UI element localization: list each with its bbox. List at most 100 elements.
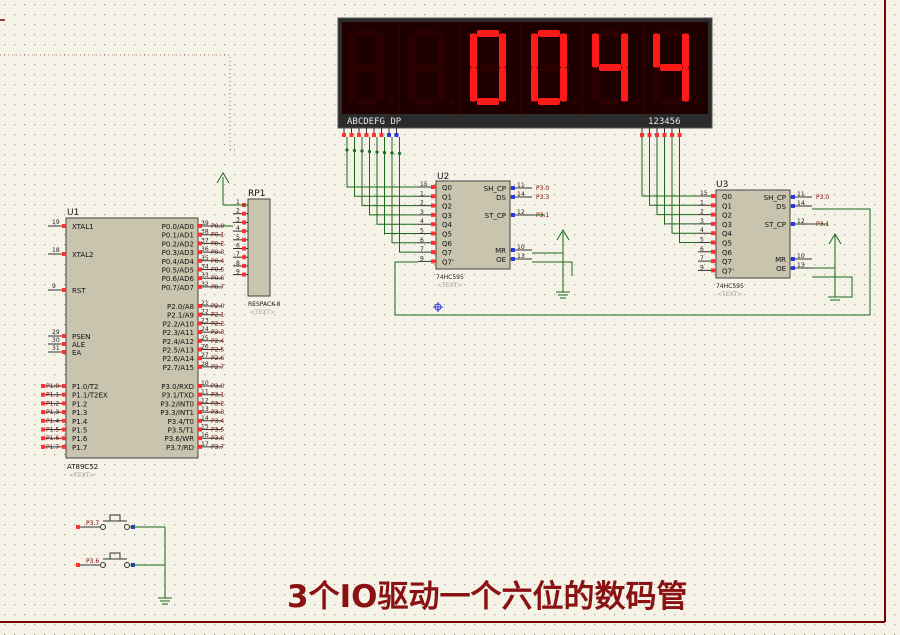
segment-e: [470, 67, 477, 102]
pin-marker: [379, 133, 384, 137]
digit-6: [653, 30, 699, 105]
pin-marker: [791, 204, 795, 208]
chip-pin-num: 12: [797, 218, 805, 225]
u1-pin-num: 33: [201, 272, 209, 279]
chip-pin-name: Q6: [722, 249, 733, 257]
segment-g: [538, 64, 560, 71]
pin-marker: [511, 195, 515, 199]
chip-pin-name: Q7': [722, 267, 734, 275]
pin-marker: [655, 133, 659, 137]
chip-pin-name: SH_CP: [484, 185, 506, 193]
u1-pin-num: 36: [201, 246, 209, 253]
chip-pin-num: 1: [700, 199, 704, 206]
chip-pin-num: 14: [797, 200, 805, 207]
button-net-label: P3.7: [86, 520, 99, 527]
u1-pin-num: 11: [201, 389, 209, 396]
segment-e: [348, 67, 355, 102]
pin-marker: [62, 401, 66, 406]
segment-a: [355, 30, 377, 37]
pin-marker: [662, 133, 667, 137]
pin-marker: [41, 444, 45, 449]
pin-marker: [431, 250, 435, 255]
segment-d: [599, 98, 621, 105]
segment-c: [682, 67, 689, 102]
u1-part: AT89C52: [67, 463, 98, 471]
segment-f: [653, 33, 660, 68]
u1-pin-net: P3.5: [211, 427, 224, 434]
u1-pin-net: P3.0: [211, 383, 224, 390]
u2-ref: U2: [437, 172, 449, 182]
chip-pin-name: Q4: [442, 221, 453, 229]
segment-c: [438, 67, 445, 102]
u1-p1-net: P1.4: [46, 418, 59, 425]
chip-pin-name: OE: [496, 256, 506, 264]
segment-e: [531, 67, 538, 102]
chip-pin-name: Q1: [722, 202, 732, 210]
pin-marker: [242, 229, 246, 234]
u1-pin-name: RST: [72, 287, 86, 295]
pin-marker: [711, 221, 715, 226]
u1-pin-name: P0.3/AD3: [162, 249, 194, 257]
segment-b: [682, 33, 689, 68]
pin-marker: [431, 212, 435, 217]
u1-pin-name: XTAL2: [72, 251, 94, 259]
pin-marker: [647, 133, 652, 137]
chip-pin-num: 6: [700, 246, 704, 253]
digit-5: [592, 30, 638, 105]
pin-marker: [431, 259, 435, 264]
seven-segment-display[interactable]: ABCDEFG DP 123456: [337, 17, 713, 129]
pin-marker: [62, 384, 66, 388]
u1-pin-name: P2.3/A11: [163, 329, 194, 337]
segment-dp: [632, 99, 638, 105]
push-button-1[interactable]: P3.7: [76, 514, 165, 530]
u1-p1-name: P1.5: [72, 427, 87, 435]
segment-f: [348, 33, 355, 68]
segment-c: [499, 67, 506, 102]
chip-pin-name: Q0: [722, 193, 732, 201]
segment-d: [477, 98, 499, 105]
pin-marker: [242, 246, 246, 251]
u1-pin-name: P0.4/AD4: [162, 258, 195, 266]
crosshair-marker: [433, 302, 443, 312]
pin-marker: [198, 241, 202, 246]
pin-marker: [242, 211, 246, 216]
u1-microcontroller[interactable]: U1 AT89C52 <TEXT> 19XTAL118XTAL29RST29PS…: [41, 208, 224, 479]
pin-marker: [198, 356, 202, 361]
u1-ref: U1: [67, 208, 79, 218]
u1-p1-name: P1.7: [72, 444, 87, 452]
segment-dp: [571, 99, 577, 105]
segment-g: [477, 64, 499, 71]
u1-pin-net: P2.2: [211, 320, 224, 327]
u1-pin-name: EA: [72, 349, 81, 357]
u1-pin-num: 19: [52, 219, 60, 226]
pin-marker: [711, 194, 715, 198]
u1-pin-num: 24: [201, 326, 209, 333]
pin-marker: [431, 240, 435, 245]
ground-symbol-u3: [828, 233, 842, 301]
chip-pin-num: 5: [420, 228, 424, 235]
rp1-pin-num: 6: [236, 243, 240, 250]
chip-pin-name: Q3: [722, 221, 732, 229]
pin-marker: [711, 268, 715, 273]
pin-marker: [62, 252, 66, 256]
pin-marker: [394, 133, 399, 137]
rp1-pin-num: 9: [236, 269, 240, 276]
segment-d: [355, 98, 377, 105]
u1-pin-name: P3.5/T1: [168, 427, 194, 435]
pin-marker: [198, 250, 202, 255]
u1-pin-num: 39: [201, 220, 209, 227]
u1-pin-net: P3.1: [211, 392, 224, 399]
chip-pin-name: Q1: [442, 193, 452, 201]
push-button-2[interactable]: P3.6: [76, 552, 165, 568]
digit-1: [348, 30, 394, 105]
pin-marker: [198, 267, 202, 272]
u1-pin-name: P0.2/AD2: [162, 240, 194, 248]
u1-p1-net: P1.6: [46, 435, 59, 442]
segment-dp: [388, 99, 394, 105]
chip-pin-net: P3.0: [536, 185, 549, 192]
u1-pin-name: P3.6/WR: [165, 435, 195, 443]
